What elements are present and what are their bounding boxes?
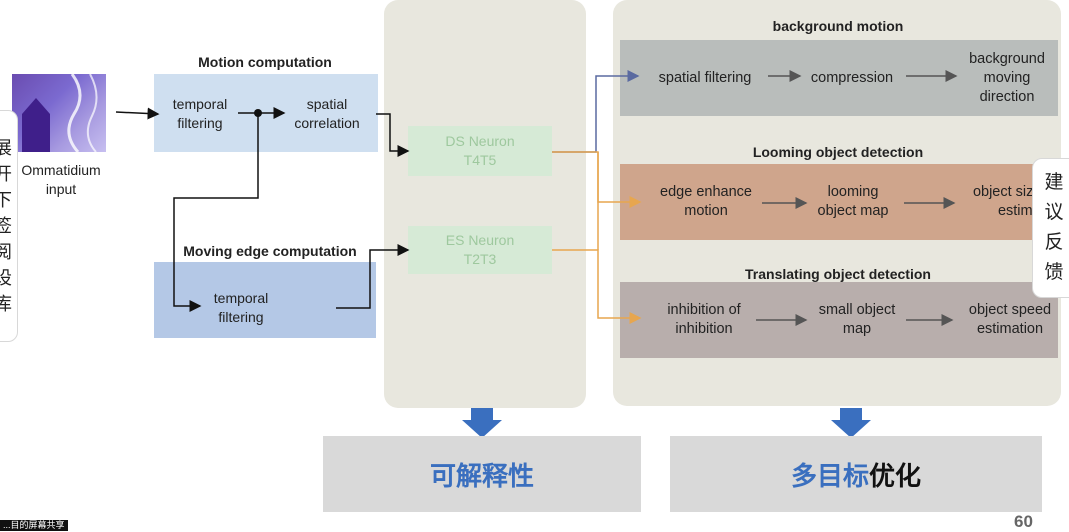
multi-objective-label-accent: 多目标 bbox=[790, 460, 869, 491]
interpretability-box: 可解释性 bbox=[323, 436, 641, 512]
small-object-map-step: small object map bbox=[818, 302, 896, 337]
object-speed-estimation-step: object speed estimation bbox=[968, 302, 1052, 337]
page-number: 60 bbox=[1014, 512, 1033, 531]
moving-edge-computation-title: Moving edge computation bbox=[183, 243, 357, 259]
es-neuron-label: ES Neuron bbox=[445, 232, 515, 248]
ds-neuron-code: T4T5 bbox=[463, 152, 497, 168]
temporal-filtering-box: temporal filtering bbox=[172, 96, 228, 131]
es-neuron-code: T2T3 bbox=[463, 251, 497, 267]
es-neuron-box: ES Neuron T2T3 bbox=[408, 226, 552, 274]
looming-object-map-step: looming object map bbox=[817, 184, 889, 219]
left-sidebar-char: 下 bbox=[0, 190, 12, 210]
multi-objective-label-rest: 优化 bbox=[869, 460, 922, 491]
ds-neuron-box: DS Neuron T4T5 bbox=[408, 126, 552, 176]
background-motion-row: spatial filtering compression background… bbox=[620, 40, 1058, 116]
screen-share-caption: ...目的屏幕共享 bbox=[0, 520, 68, 531]
inhibition-step: inhibition of inhibition bbox=[667, 302, 741, 337]
left-sidebar-char: 开 bbox=[0, 164, 12, 184]
spatial-correlation-box: spatial correlation bbox=[294, 96, 360, 131]
motion-computation-title: Motion computation bbox=[198, 54, 332, 70]
ommatidium-input-label: Ommatidium input bbox=[21, 162, 101, 197]
feedback-char: 馈 bbox=[1044, 262, 1064, 283]
multi-objective-box: 多目标优化 bbox=[670, 436, 1042, 512]
ommatidium-pattern bbox=[22, 74, 98, 152]
left-sidebar-char: 库 bbox=[0, 294, 12, 314]
interpretability-label: 可解释性 bbox=[429, 460, 534, 491]
translating-object-detection-title: Translating object detection bbox=[745, 266, 931, 282]
background-moving-direction-step: background moving direction bbox=[969, 50, 1045, 105]
background-motion-title: background motion bbox=[772, 18, 904, 34]
spatial-filtering-step: spatial filtering bbox=[658, 69, 752, 86]
feedback-char: 议 bbox=[1044, 202, 1064, 223]
left-sidebar-char: 设 bbox=[0, 268, 12, 288]
looming-object-detection-title: Looming object detection bbox=[752, 144, 924, 160]
edge-enhance-motion-step: edge enhance motion bbox=[660, 184, 752, 219]
temporal-filtering-2-box: temporal filtering bbox=[213, 290, 269, 325]
neuron-panel bbox=[384, 0, 586, 408]
down-arrow-right bbox=[831, 408, 871, 438]
feedback-sidebar[interactable]: 建 议 反 馈 bbox=[1032, 158, 1069, 298]
left-sidebar-char: 签 bbox=[0, 216, 12, 236]
ommatidium-image bbox=[12, 74, 106, 152]
compression-step: compression bbox=[810, 69, 894, 86]
feedback-char: 反 bbox=[1044, 232, 1064, 253]
translating-object-row: inhibition of inhibition small object ma… bbox=[620, 282, 1058, 358]
down-arrow-left bbox=[462, 408, 502, 438]
ds-neuron-label: DS Neuron bbox=[445, 133, 515, 149]
left-sidebar-char: 阅 bbox=[0, 242, 12, 262]
feedback-char: 建 bbox=[1044, 172, 1064, 193]
left-sidebar-char: 展 bbox=[0, 138, 12, 158]
left-collapsed-sidebar[interactable]: 展 开 下 签 阅 设 库 bbox=[0, 110, 18, 342]
